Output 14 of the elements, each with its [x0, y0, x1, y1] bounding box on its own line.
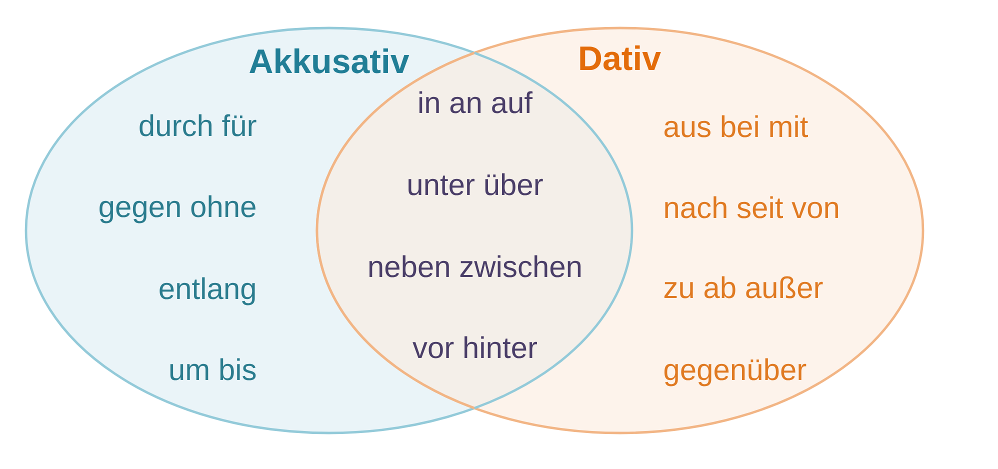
preposition-text: in an auf — [419, 91, 533, 114]
preposition-text: entlang — [160, 277, 255, 306]
preposition-text: nach seit von — [665, 196, 838, 218]
preposition-text: durch für — [140, 114, 256, 136]
preposition-text: zu ab außer — [664, 276, 823, 298]
preposition-text: vor hinter — [412, 336, 537, 358]
preposition-text: neben zwischen — [369, 255, 581, 278]
preposition-text: unter über — [408, 173, 543, 196]
preposition-text: um bis — [170, 358, 256, 380]
preposition-text: aus bei mit — [664, 115, 808, 138]
preposition-text: gegen ohne — [100, 195, 256, 224]
set-heading: Dativ — [580, 45, 661, 70]
preposition-text: gegenüber — [664, 358, 806, 386]
set-heading: Akkusativ — [250, 48, 410, 74]
